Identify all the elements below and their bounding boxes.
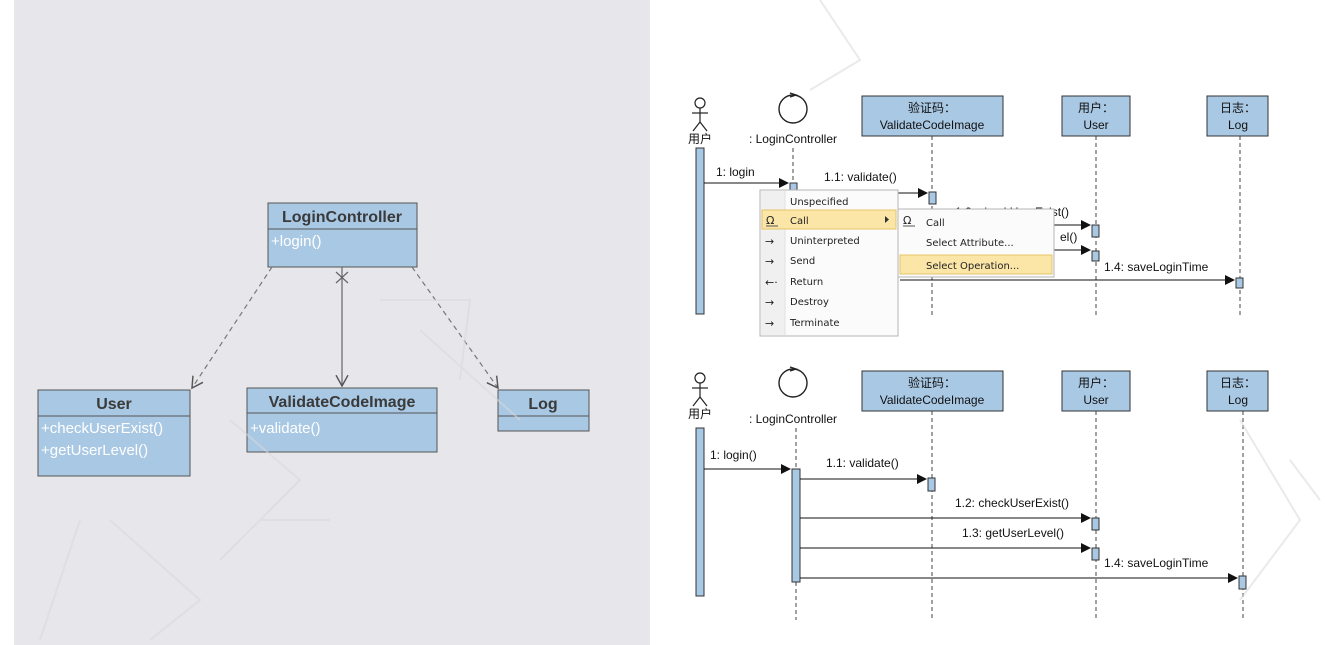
submenu-item-label: Select Attribute...: [926, 238, 1014, 249]
class-member: +login(): [271, 233, 321, 250]
sequence-diagram-top: 用户 : LoginController 验证码： ValidateCodeIm…: [688, 92, 1269, 337]
actor-stick-figure-icon: [692, 97, 708, 132]
context-menu: Unspecified Ω Call → Uninterpreted → Sen…: [759, 189, 899, 337]
class-title: Log: [528, 396, 557, 413]
activation-bar: [1091, 250, 1100, 262]
arrow-icon: →: [765, 296, 774, 309]
lifeline-label: 验证码：: [908, 100, 956, 115]
lifeline-label: 用户：: [1078, 375, 1114, 390]
activation-bar: [928, 191, 937, 205]
submenu-item-label: Select Operation...: [926, 261, 1019, 272]
dependency-to-user: [191, 266, 273, 390]
message-label: 1.4: saveLoginTime: [1104, 556, 1209, 570]
lifeline-label: 日志：: [1220, 101, 1256, 115]
activation-bar: [1091, 517, 1100, 531]
lifeline-head-user[interactable]: 用户： User: [1061, 95, 1131, 137]
message-label: 1.1: validate(): [824, 170, 897, 184]
submenu-item-select-attribute[interactable]: Select Attribute...: [926, 238, 1014, 249]
submenu-item-select-operation[interactable]: Select Operation...: [899, 254, 1053, 275]
controller-label: : LoginController: [749, 412, 837, 426]
class-diagram-panel: [14, 0, 650, 645]
submenu: Ω Call Select Attribute... Select Operat…: [897, 208, 1055, 278]
call-icon: Ω: [903, 214, 911, 227]
class-log[interactable]: Log: [497, 389, 590, 432]
menu-item-label: Unspecified: [790, 197, 848, 208]
watermark-strokes: [39, 0, 1321, 641]
actor-stick-figure-icon: [692, 372, 708, 407]
message-label: el(): [1060, 230, 1077, 244]
lifeline-head-user[interactable]: 用户： User: [1061, 370, 1131, 412]
control-object-icon: [778, 366, 808, 398]
call-icon: Ω: [766, 214, 774, 227]
message-label: 1.1: validate(): [826, 456, 899, 470]
class-member: +checkUserExist(): [41, 420, 163, 437]
arrow-icon: →: [765, 235, 774, 248]
menu-item-unspecified[interactable]: Unspecified: [790, 197, 848, 208]
activation-bar: [791, 468, 801, 583]
menu-item-uninterpreted[interactable]: → Uninterpreted: [765, 235, 860, 248]
lifeline-head-validate[interactable]: 验证码： ValidateCodeImage: [861, 370, 1004, 412]
message-label: 1: login: [716, 165, 755, 179]
class-member: +getUserLevel(): [41, 442, 148, 459]
class-member: +validate(): [250, 420, 320, 437]
submenu-arrow-icon: [885, 216, 889, 223]
lifeline-head-log[interactable]: 日志： Log: [1206, 370, 1269, 412]
menu-item-label: Return: [790, 277, 823, 288]
lifeline-label: 验证码：: [908, 375, 956, 390]
menu-item-label: Destroy: [790, 297, 829, 308]
sequence-diagram-bottom: 用户 : LoginController 验证码： ValidateCodeIm…: [688, 366, 1269, 620]
lifeline-label: 日志：: [1220, 376, 1256, 390]
non-navigable-x-icon: [335, 271, 349, 284]
lifeline-head-validate[interactable]: 验证码： ValidateCodeImage: [861, 95, 1004, 137]
activation-bar: [1091, 224, 1100, 238]
activation-bar: [927, 477, 936, 492]
lifeline-label: User: [1083, 393, 1108, 407]
class-title: ValidateCodeImage: [269, 394, 416, 411]
activation-bar: [1091, 547, 1100, 561]
controller-label: : LoginController: [749, 132, 837, 146]
lifeline-label: ValidateCodeImage: [880, 118, 985, 132]
return-arrow-icon: ←·: [765, 276, 778, 289]
class-login-controller[interactable]: LoginController +login(): [267, 202, 418, 268]
menu-item-label: Uninterpreted: [790, 236, 860, 247]
submenu-item-call[interactable]: Ω Call: [903, 214, 945, 229]
lifeline-label: Log: [1228, 393, 1248, 407]
menu-item-label: Terminate: [789, 318, 840, 329]
menu-item-terminate[interactable]: → Terminate: [765, 317, 840, 330]
menu-item-label: Send: [790, 256, 815, 267]
menu-item-destroy[interactable]: → Destroy: [765, 296, 829, 309]
activation-bar: [1238, 575, 1247, 590]
menu-item-send[interactable]: → Send: [765, 255, 815, 268]
menu-item-label: Call: [790, 216, 809, 227]
class-title: LoginController: [282, 209, 402, 226]
control-object-icon: [778, 92, 808, 124]
actor-activation: [695, 147, 705, 315]
actor-label: 用户: [688, 131, 712, 146]
menu-item-return[interactable]: ←· Return: [765, 276, 823, 289]
class-user[interactable]: User +checkUserExist() +getUserLevel(): [37, 389, 191, 477]
actor-label: 用户: [688, 406, 712, 421]
message-label: 1.3: getUserLevel(): [962, 526, 1064, 540]
dependency-to-log: [411, 266, 499, 390]
class-title: User: [96, 396, 132, 413]
lifeline-head-log[interactable]: 日志： Log: [1206, 95, 1269, 137]
arrow-icon: →: [765, 317, 774, 330]
message-label: 1: login(): [710, 448, 757, 462]
message-label: 1.2: checkUserExist(): [955, 496, 1069, 510]
message-label: 1.4: saveLoginTime: [1104, 260, 1209, 274]
submenu-item-label: Call: [926, 218, 945, 229]
activation-bar: [1235, 277, 1244, 289]
lifeline-label: Log: [1228, 118, 1248, 132]
arrow-icon: →: [765, 255, 774, 268]
actor-activation: [695, 427, 705, 597]
lifeline-label: 用户：: [1078, 100, 1114, 115]
class-validate-code-image[interactable]: ValidateCodeImage +validate(): [246, 387, 438, 453]
lifeline-label: ValidateCodeImage: [880, 393, 985, 407]
menu-item-call[interactable]: Ω Call: [761, 209, 897, 230]
lifeline-label: User: [1083, 118, 1108, 132]
